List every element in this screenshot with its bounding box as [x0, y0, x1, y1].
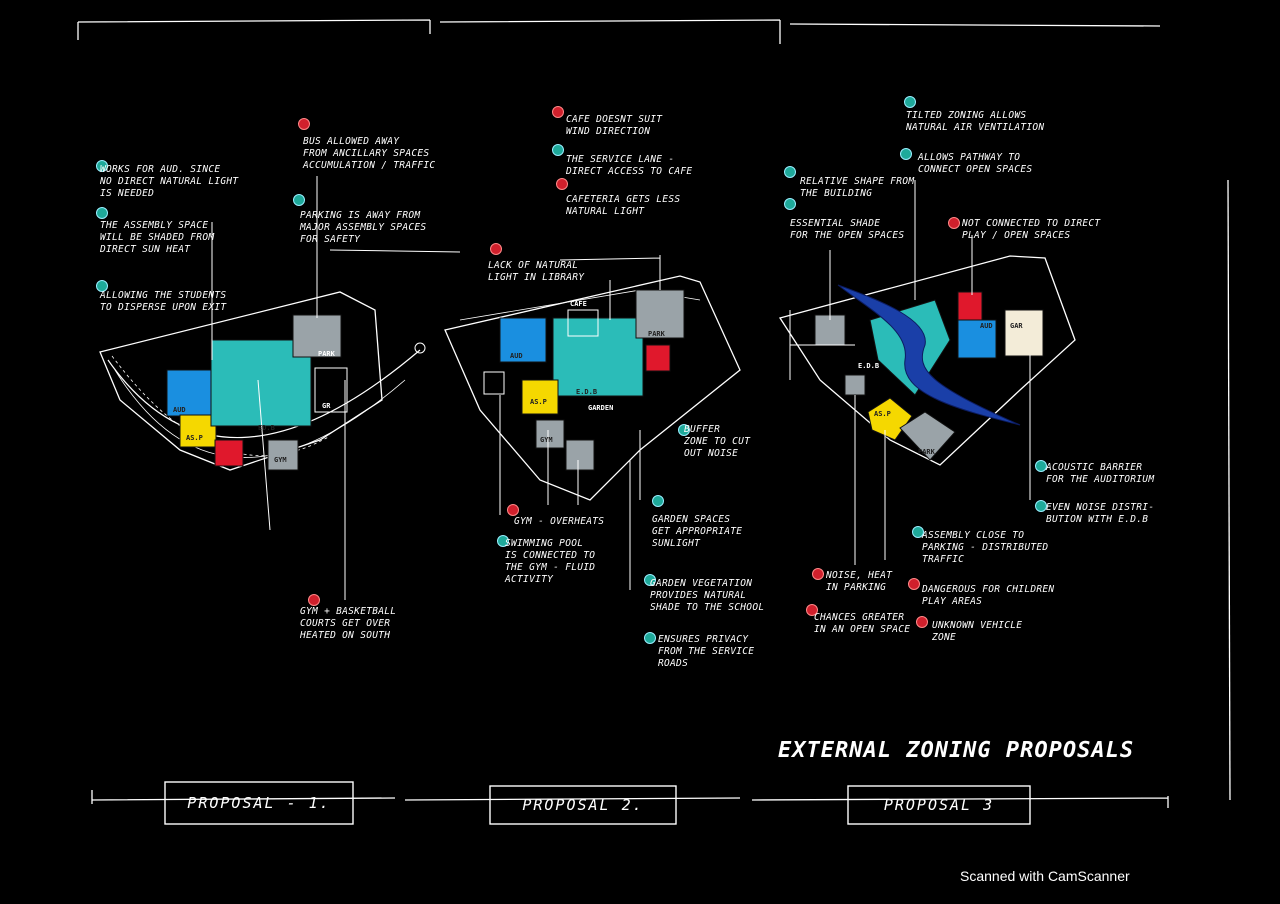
- proposal-3-label: PROPOSAL 3: [848, 796, 1030, 814]
- proposal-1-label: PROPOSAL - 1.: [165, 794, 353, 812]
- proposal-2-label: PROPOSAL 2.: [490, 796, 676, 814]
- scanner-watermark: Scanned with CamScanner: [960, 868, 1130, 884]
